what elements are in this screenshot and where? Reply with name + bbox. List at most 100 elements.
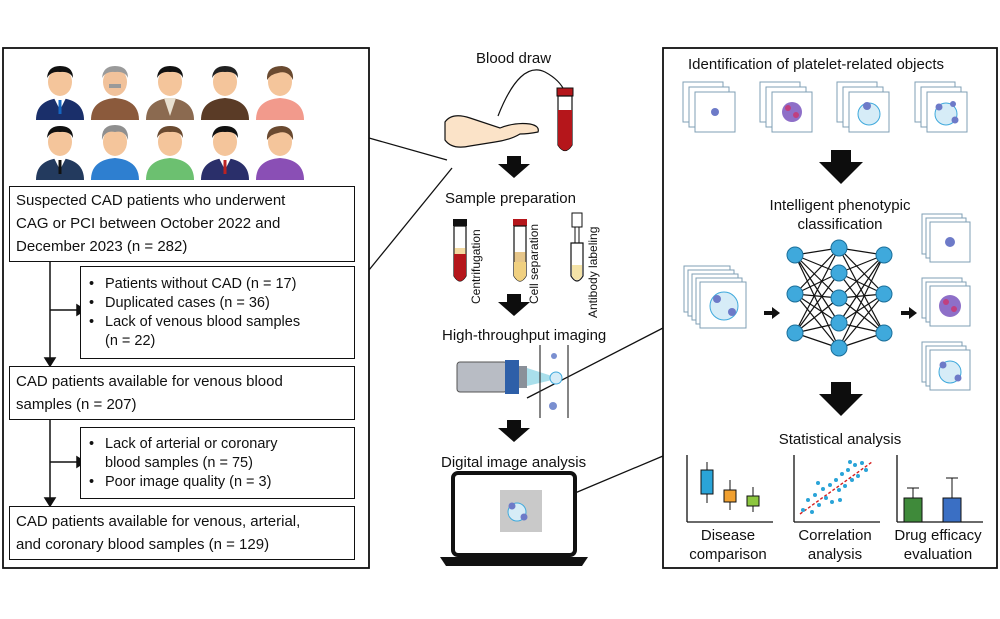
avatar bbox=[201, 66, 249, 120]
exclusion-item: Poor image quality (n = 3) bbox=[87, 473, 277, 492]
scatter-point bbox=[840, 472, 844, 476]
exclusion-box-2: Lack of arterial or coronary blood sampl… bbox=[80, 427, 355, 499]
final-cohort-box: CAD patients available for venous, arter… bbox=[9, 506, 355, 560]
down-arrows-right bbox=[819, 150, 863, 416]
callout-line-right-top bbox=[526, 327, 664, 399]
scatter-point bbox=[801, 508, 805, 512]
avatar bbox=[36, 126, 84, 180]
avatar bbox=[146, 66, 194, 120]
nn-node bbox=[786, 285, 804, 303]
scatter-point bbox=[853, 463, 857, 467]
blood-draw-label: Blood draw bbox=[476, 50, 552, 67]
screening-line-3: December 2023 (n = 282) bbox=[16, 238, 188, 255]
classification-label-1: Intelligent phenotypic bbox=[769, 197, 911, 214]
nn-edge bbox=[838, 254, 885, 299]
nn-edge bbox=[794, 293, 840, 349]
nn-node bbox=[830, 289, 848, 307]
patient-avatars bbox=[36, 66, 304, 180]
nn-edge bbox=[794, 254, 840, 299]
nn-edge bbox=[838, 297, 885, 334]
avatar bbox=[256, 126, 304, 180]
right-panel-border bbox=[662, 47, 998, 569]
imaging-label: High-throughput imaging bbox=[442, 327, 607, 344]
nn-edge bbox=[838, 272, 885, 334]
correlation-analysis-label-2: analysis bbox=[807, 546, 863, 563]
image-stack bbox=[921, 277, 971, 327]
avatar bbox=[91, 125, 139, 180]
sample-preparation-label: Sample preparation bbox=[445, 190, 576, 207]
nn-edge bbox=[838, 254, 885, 349]
callout-line-left-bottom bbox=[368, 167, 453, 271]
scatter-point bbox=[828, 483, 832, 487]
avatar bbox=[91, 66, 139, 120]
down-arrow bbox=[498, 294, 530, 316]
nn-edge bbox=[838, 293, 885, 324]
nn-node bbox=[786, 324, 804, 342]
correlation-analysis-label-1: Correlation bbox=[798, 527, 872, 544]
scatter-point bbox=[817, 503, 821, 507]
down-arrows-middle bbox=[498, 156, 530, 442]
centrifugation-tube-icon bbox=[453, 219, 467, 282]
centrifugation-label: Centrifugation bbox=[469, 229, 483, 304]
scatter-point bbox=[848, 460, 852, 464]
final-cohort-line-1: CAD patients available for venous, arter… bbox=[16, 513, 301, 530]
exclusion-item-continued: (n = 22) bbox=[105, 333, 156, 349]
left-panel-border bbox=[2, 47, 370, 569]
exclusion-item: Patients without CAD (n = 17) bbox=[87, 275, 300, 294]
nn-node bbox=[830, 239, 848, 257]
drug-efficacy-label-1: Drug efficacy bbox=[894, 527, 982, 544]
avatar bbox=[201, 126, 249, 180]
nn-edge bbox=[794, 247, 840, 334]
neural-network bbox=[786, 239, 893, 357]
venous-line-2: samples (n = 207) bbox=[16, 396, 137, 413]
blood-tube-icon bbox=[556, 87, 574, 152]
scatter-point bbox=[834, 478, 838, 482]
nn-node bbox=[786, 246, 804, 264]
exclusion-item: Lack of arterial or coronary bbox=[87, 435, 277, 454]
output-image-stacks bbox=[921, 213, 971, 391]
scatter-point bbox=[838, 498, 842, 502]
scatter-point bbox=[837, 488, 841, 492]
bar-chart-icon bbox=[896, 455, 983, 523]
nn-edge bbox=[838, 247, 885, 334]
scatter-point bbox=[846, 468, 850, 472]
exclusion-item: Lack of venous blood samples bbox=[87, 313, 300, 332]
scatter-point bbox=[850, 478, 854, 482]
avatar bbox=[36, 66, 84, 120]
venous-box: CAD patients available for venous blood … bbox=[9, 366, 355, 420]
nn-edge bbox=[794, 254, 840, 324]
drug-efficacy-label-2: evaluation bbox=[903, 546, 973, 563]
scatter-point bbox=[821, 487, 825, 491]
cell-separation-tube-icon bbox=[513, 219, 527, 282]
identification-label: Identification of platelet-related objec… bbox=[688, 56, 944, 73]
antibody-labeling-tube-icon bbox=[570, 212, 584, 282]
image-stack bbox=[921, 341, 971, 391]
screening-line-1: Suspected CAD patients who underwent bbox=[16, 192, 286, 209]
scatter-point bbox=[810, 510, 814, 514]
image-stack bbox=[921, 213, 971, 263]
down-arrow bbox=[498, 420, 530, 442]
down-arrow bbox=[819, 382, 863, 416]
screening-box: Suspected CAD patients who underwent CAG… bbox=[9, 186, 355, 262]
digital-analysis-label: Digital image analysis bbox=[441, 454, 587, 471]
scatter-point bbox=[806, 498, 810, 502]
imaging-illustration bbox=[456, 345, 569, 418]
laptop-icon bbox=[440, 471, 588, 566]
exclusion-box-1: Patients without CAD (n = 17) Duplicated… bbox=[80, 266, 355, 359]
scatter-point bbox=[860, 461, 864, 465]
image-stack bbox=[914, 81, 968, 133]
image-stack bbox=[836, 81, 890, 133]
image-stack bbox=[682, 81, 736, 133]
scatter-point bbox=[824, 496, 828, 500]
scatter-point bbox=[816, 481, 820, 485]
nn-edge bbox=[838, 293, 885, 349]
screening-line-2: CAG or PCI between October 2022 and bbox=[16, 215, 281, 232]
exclusion-item-continued: blood samples (n = 75) bbox=[105, 455, 253, 471]
antibody-labeling-label: Antibody labeling bbox=[586, 226, 600, 318]
nn-edge bbox=[794, 293, 840, 324]
nn-edge bbox=[794, 297, 840, 334]
image-stacks-top bbox=[682, 81, 968, 133]
scatter-point bbox=[864, 468, 868, 472]
statistical-label: Statistical analysis bbox=[778, 431, 902, 448]
